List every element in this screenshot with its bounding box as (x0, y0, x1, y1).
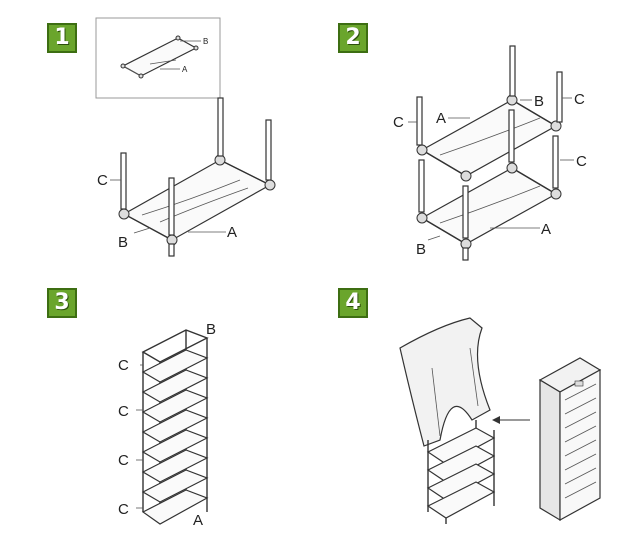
step-2-pole (556, 71, 563, 123)
step-1-illustration: B A C B A (95, 17, 276, 257)
step-1-pole (168, 177, 175, 236)
step-2-pole (416, 96, 423, 146)
step-1-inset-frame (120, 35, 201, 79)
step-3-label-b: B (206, 321, 216, 338)
step-2-illustration: C A B C C A B (393, 45, 587, 261)
step-3-label-c: C (118, 357, 129, 374)
step-3-label-c: C (118, 403, 129, 420)
step-4-finished-rack (539, 378, 561, 522)
step-2-label-a: A (436, 110, 446, 127)
step-2-pole (509, 45, 516, 97)
step-4-illustration (399, 317, 602, 524)
step-1-badge: 1 (47, 23, 77, 53)
step-3-badge: 3 (47, 288, 77, 318)
step-4-badge: 4 (338, 288, 368, 318)
step-2-label-b: B (534, 93, 544, 110)
step-1-label-a: A (227, 224, 237, 241)
step-1-inset-label-a: A (182, 65, 188, 74)
step-1-label-b: B (118, 234, 128, 251)
step-2-label-c: C (576, 153, 587, 170)
step-3-label-c: C (118, 501, 129, 518)
step-1-pole (265, 119, 272, 181)
step-1-shelf-panel (122, 159, 272, 241)
step-3-label-a: A (193, 512, 203, 529)
step-2-label-c: C (574, 91, 585, 108)
step-1-label-c: C (97, 172, 108, 189)
step-1-inset-label-b: B (203, 37, 208, 46)
step-2-label-a: A (541, 221, 551, 238)
step-1-pole (120, 152, 127, 210)
step-3-illustration: C C C C B A (118, 321, 216, 529)
step-2-label-c: C (393, 114, 404, 131)
step-4-cover (399, 317, 491, 447)
step-1-pole (217, 97, 224, 157)
step-3-shelves (141, 349, 209, 525)
step-3-label-c: C (118, 452, 129, 469)
step-2-label-b: B (416, 241, 426, 258)
step-2-badge: 2 (338, 23, 368, 53)
